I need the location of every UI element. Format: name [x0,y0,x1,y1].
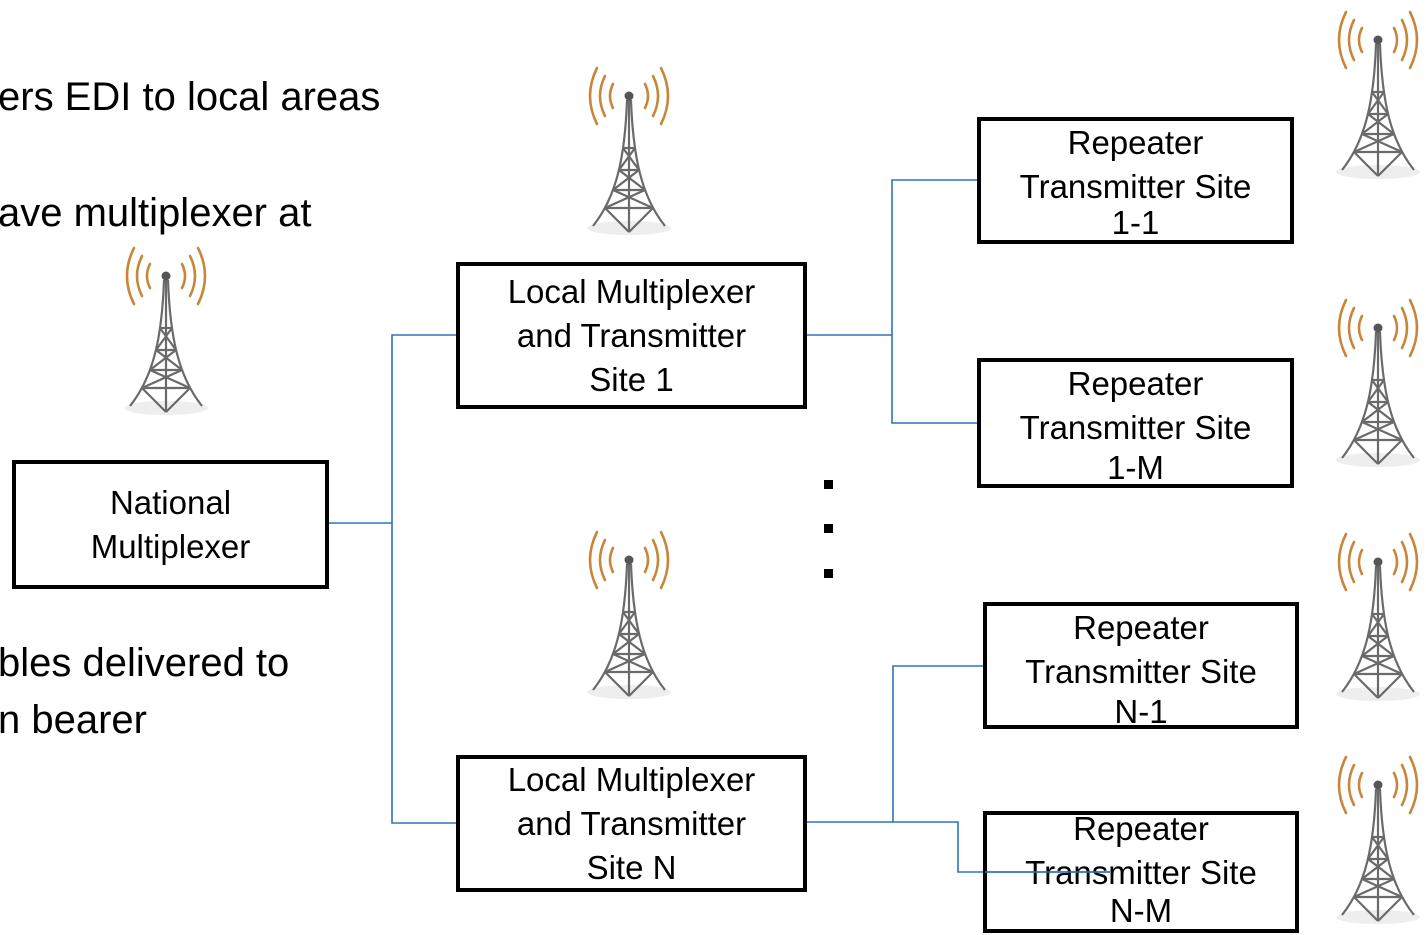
node-label-line: and Transmitter [516,316,747,354]
node-label-line: 1-M [1107,449,1164,486]
node-label-line: Site N [586,848,677,886]
broadcast-tower-icon [585,66,673,237]
local-multiplexer-site-n-box: Local Multiplexer and Transmitter Site N [456,755,807,892]
slide-text-line-4: n bearer [0,698,147,742]
node-label-line: Repeater [1067,124,1204,161]
node-label-line: 1-1 [1111,204,1160,241]
local-multiplexer-site-1-box: Local Multiplexer and Transmitter Site 1 [456,262,807,409]
broadcast-tower-icon [585,530,673,701]
node-label-line: Transmitter Site [1019,409,1252,446]
broadcast-tower-icon [1334,532,1422,703]
slide-text-line-2: ave multiplexer at [0,191,312,235]
repeater-site-1-m-box: Repeater Transmitter Site 1-M [977,358,1294,488]
connector-national-to-locals [327,334,459,824]
node-label-line: Repeater [1073,810,1209,847]
node-label-line: Transmitter Site [1019,168,1252,205]
node-label-line: Multiplexer [90,527,251,565]
node-label-line: Local Multiplexer [507,272,756,310]
broadcast-tower-icon [1334,298,1422,469]
node-label-line: Site 1 [589,360,674,398]
broadcast-tower-icon [122,246,210,417]
repeater-site-n-1-box: Repeater Transmitter Site N-1 [983,602,1299,730]
national-multiplexer-box: National Multiplexer [12,460,329,589]
repeater-site-n-m-box: Repeater Transmitter Site N-M [983,810,1299,933]
broadcast-tower-icon [1334,10,1422,181]
broadcast-tower-icon [1334,755,1422,926]
node-label-line: Local Multiplexer [507,760,756,798]
connector-local1-to-repeaters [805,179,980,424]
node-label-line: Repeater [1073,609,1209,646]
slide-text-line-3: bles delivered to [0,641,290,685]
node-label-line: Repeater [1067,365,1204,402]
repeater-site-1-1-box: Repeater Transmitter Site 1-1 [977,117,1294,244]
slide-text-line-1: ers EDI to local areas [0,75,381,119]
node-label-line: Transmitter Site [1025,653,1257,690]
node-label-line: N-1 [1114,693,1168,730]
node-label-line: National [109,483,232,521]
node-label-line: and Transmitter [516,804,747,842]
node-label-line: N-M [1109,892,1173,929]
